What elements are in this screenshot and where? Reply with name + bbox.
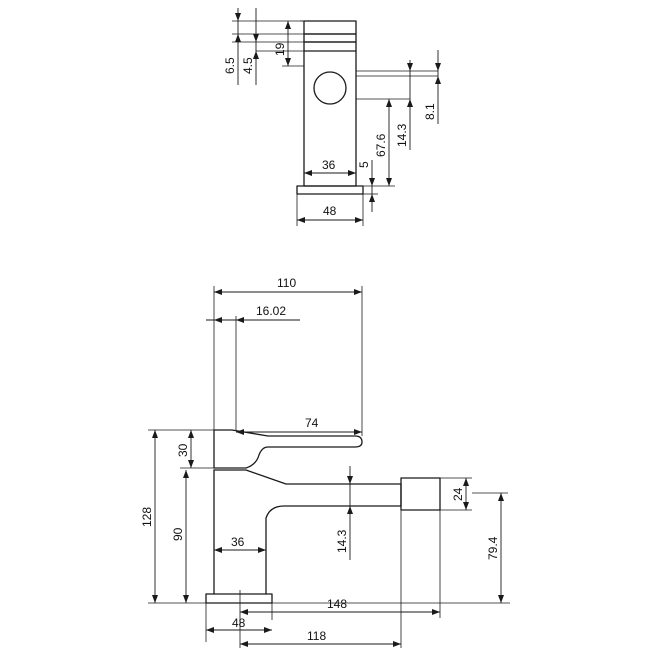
top-dim-4-5: 4.5 bbox=[241, 57, 255, 74]
top-dim-8-1: 8.1 bbox=[423, 103, 437, 120]
top-view-handle-band bbox=[303, 33, 357, 43]
top-view: 6.5 4.5 19 8.1 14.3 67.6 5 bbox=[223, 8, 441, 226]
side-dim-128: 128 bbox=[140, 507, 154, 527]
side-dim-48: 48 bbox=[232, 616, 246, 630]
top-dim-14-3: 14.3 bbox=[395, 123, 409, 147]
top-view-spout-circle bbox=[313, 71, 347, 105]
side-dim-90: 90 bbox=[171, 527, 185, 541]
side-dim-79-4: 79.4 bbox=[486, 536, 500, 560]
side-dim-110: 110 bbox=[277, 276, 296, 290]
side-dim-30: 30 bbox=[176, 443, 190, 457]
top-dim-48: 48 bbox=[323, 204, 337, 218]
side-dim-36: 36 bbox=[231, 535, 245, 549]
side-view-spout bbox=[213, 469, 402, 595]
side-dim-24: 24 bbox=[451, 487, 465, 501]
side-view-lever-and-body bbox=[213, 429, 363, 469]
top-dim-5: 5 bbox=[357, 161, 371, 168]
side-dim-148: 148 bbox=[327, 597, 347, 611]
side-view-base-plate bbox=[205, 593, 273, 604]
top-dim-6-5: 6.5 bbox=[223, 57, 237, 74]
top-dim-19: 19 bbox=[273, 42, 287, 56]
top-dim-67-6: 67.6 bbox=[374, 133, 388, 157]
top-view-handle-top bbox=[303, 20, 357, 35]
side-view: 110 16.02 74 30 128 90 36 bbox=[140, 276, 510, 648]
side-dim-14-3: 14.3 bbox=[335, 529, 349, 553]
side-dim-16-02: 16.02 bbox=[256, 304, 286, 318]
side-view-aerator bbox=[400, 477, 441, 511]
top-dim-36: 36 bbox=[322, 158, 336, 172]
top-view-base-plate bbox=[296, 185, 364, 195]
side-dim-74: 74 bbox=[305, 416, 319, 430]
side-dim-118: 118 bbox=[307, 629, 326, 643]
top-view-lever-block bbox=[303, 41, 357, 52]
